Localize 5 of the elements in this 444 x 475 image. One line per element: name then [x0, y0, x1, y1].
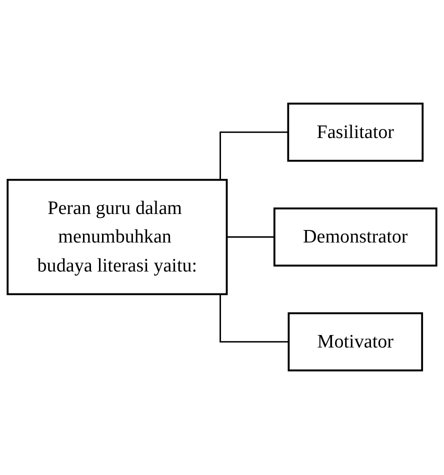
node-box: Fasilitator	[287, 103, 424, 162]
node-box: Demonstrator	[273, 208, 438, 268]
node-box: Peran guru dalam menumbuhkan budaya literasi yaitu:	[6, 179, 228, 296]
node-box: Motivator	[288, 312, 424, 372]
connector	[226, 236, 274, 238]
